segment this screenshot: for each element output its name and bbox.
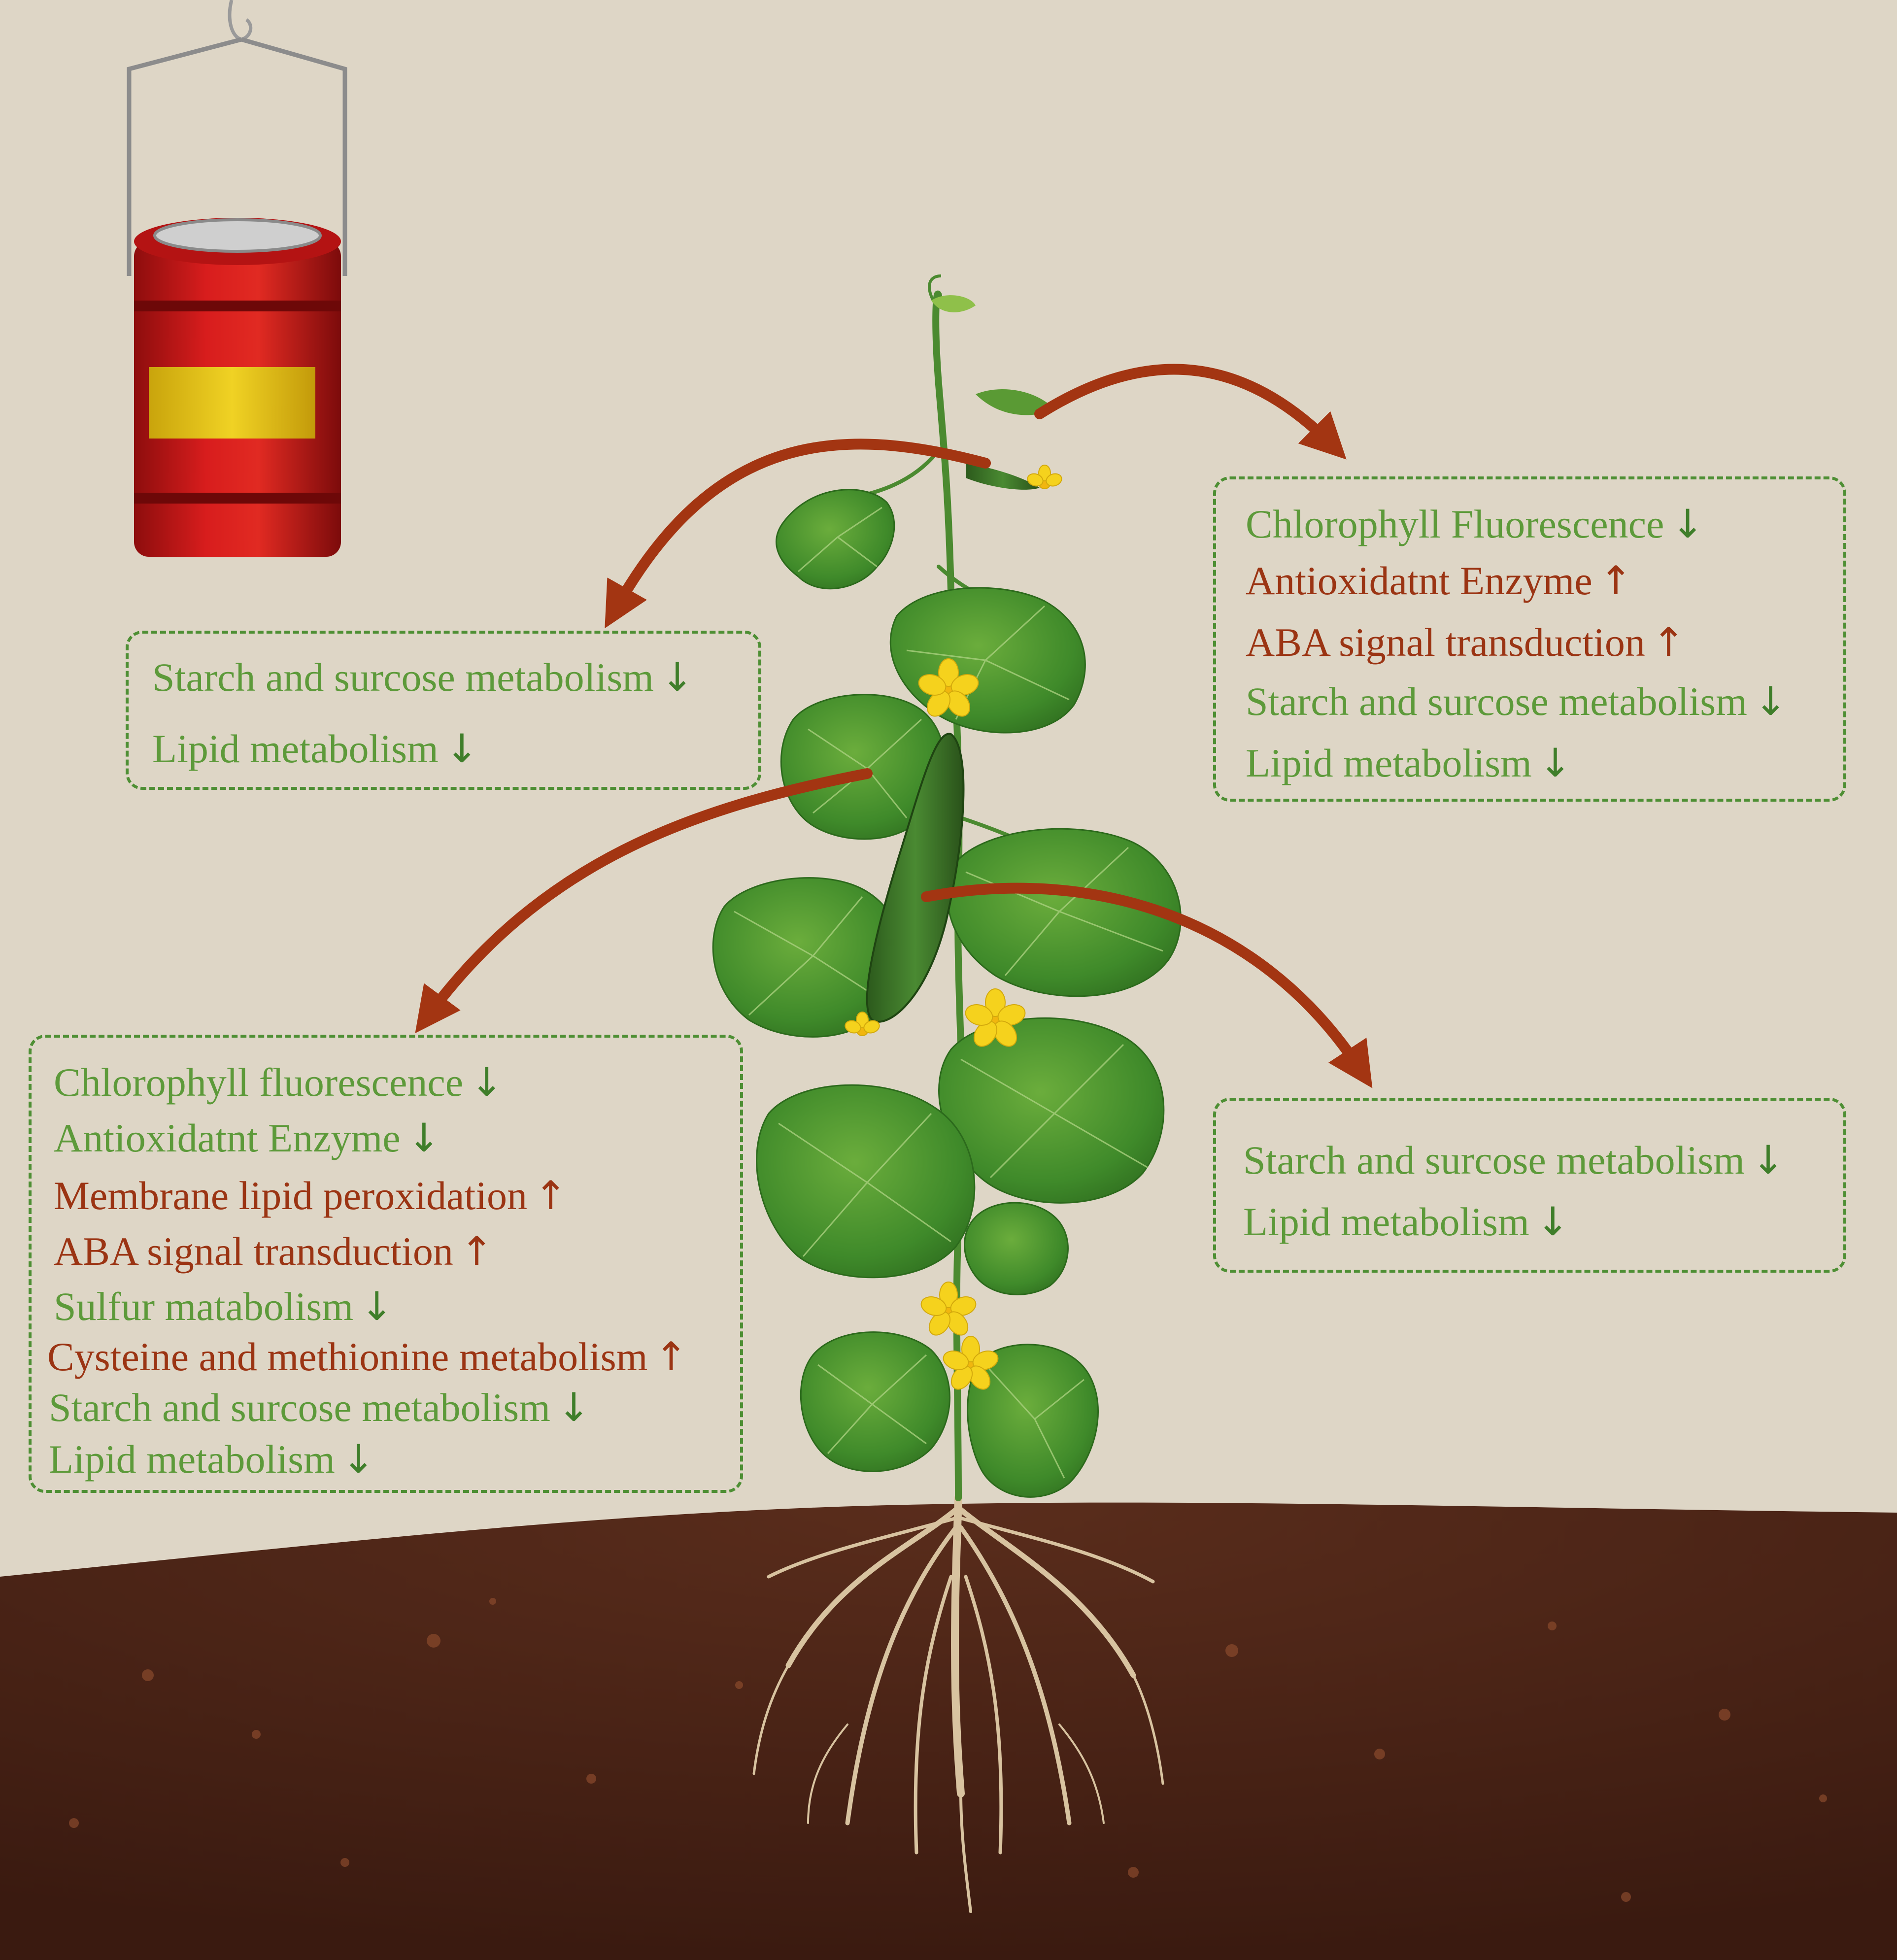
up-arrow-icon: ↑ xyxy=(1599,558,1632,604)
item-label: ABA signal transduction xyxy=(1246,620,1645,665)
down-arrow-icon: ↓ xyxy=(1671,501,1704,547)
box-top-right-item-4: Lipid metabolism↓ xyxy=(1246,743,1572,783)
box-bottom-left-item-6: Starch and surcose metabolism↓ xyxy=(49,1387,590,1428)
soil xyxy=(0,1502,1897,1960)
curved-arrows xyxy=(415,364,1373,1088)
box-top-right-item-2: ABA signal transduction↑ xyxy=(1246,622,1685,663)
leaf-veins xyxy=(734,507,1163,1479)
item-label: Starch and surcose metabolism xyxy=(152,655,654,700)
item-label: Lipid metabolism xyxy=(1246,741,1532,785)
down-arrow-icon: ↓ xyxy=(1754,678,1787,724)
item-label: Starch and surcose metabolism xyxy=(49,1385,550,1430)
item-label: Sulfur matabolism xyxy=(54,1284,354,1329)
item-label: Lipid metabolism xyxy=(49,1437,335,1482)
up-arrow-icon: ↑ xyxy=(460,1228,493,1274)
item-label: Membrane lipid peroxidation xyxy=(54,1173,527,1218)
down-arrow-icon: ↓ xyxy=(360,1284,394,1329)
cucumbers xyxy=(866,463,1040,1023)
up-arrow-icon: ↑ xyxy=(534,1173,568,1218)
shoot-tip xyxy=(928,274,1054,415)
down-arrow-icon: ↓ xyxy=(407,1115,440,1161)
box-top-left: Starch and surcose metabolism↓ Lipid met… xyxy=(126,631,761,790)
item-label: Chlorophyll fluorescence xyxy=(54,1060,464,1105)
down-arrow-icon: ↓ xyxy=(1751,1137,1785,1183)
arrow-to-bottom-left xyxy=(415,768,873,1034)
box-top-right-item-3: Starch and surcose metabolism↓ xyxy=(1246,681,1787,722)
down-arrow-icon: ↓ xyxy=(557,1385,590,1430)
up-arrow-icon: ↑ xyxy=(654,1334,688,1380)
item-label: ABA signal transduction xyxy=(54,1229,453,1274)
item-label: Cysteine and methionine metabolism xyxy=(47,1334,648,1379)
down-arrow-icon: ↓ xyxy=(660,654,694,700)
item-label: Antioxidatnt Enzyme xyxy=(1246,558,1592,603)
box-bottom-left-item-0: Chlorophyll fluorescence↓ xyxy=(54,1062,503,1103)
box-top-left-item-0: Starch and surcose metabolism↓ xyxy=(152,657,694,698)
item-label: Chlorophyll Fluorescence xyxy=(1246,502,1664,546)
item-label: Starch and surcose metabolism xyxy=(1246,679,1747,724)
box-top-right-item-0: Chlorophyll Fluorescence↓ xyxy=(1246,504,1704,544)
down-arrow-icon: ↓ xyxy=(470,1059,504,1105)
box-top-right: Chlorophyll Fluorescence↓ Antioxidatnt E… xyxy=(1213,476,1846,802)
box-bottom-left-item-3: ABA signal transduction↑ xyxy=(54,1231,493,1272)
leaves xyxy=(712,489,1182,1498)
arrow-to-bottom-right xyxy=(921,882,1373,1088)
box-bottom-left-item-4: Sulfur matabolism↓ xyxy=(54,1286,393,1327)
up-arrow-icon: ↑ xyxy=(1652,619,1685,665)
arrow-to-top-right xyxy=(1034,364,1347,460)
box-bottom-left-item-7: Lipid metabolism↓ xyxy=(49,1439,375,1480)
down-arrow-icon: ↓ xyxy=(445,726,478,772)
roots xyxy=(752,1494,1164,1913)
box-top-left-item-1: Lipid metabolism↓ xyxy=(152,729,478,769)
item-label: Lipid metabolism xyxy=(1243,1199,1529,1244)
box-bottom-left: Chlorophyll fluorescence↓ Antioxidatnt E… xyxy=(29,1035,743,1493)
box-top-right-item-1: Antioxidatnt Enzyme↑ xyxy=(1246,561,1632,601)
down-arrow-icon: ↓ xyxy=(1538,740,1572,786)
flowers xyxy=(845,465,1062,1390)
item-label: Starch and surcose metabolism xyxy=(1243,1138,1745,1183)
box-bottom-right-item-1: Lipid metabolism↓ xyxy=(1243,1202,1569,1242)
item-label: Lipid metabolism xyxy=(152,726,439,771)
box-bottom-left-item-5: Cysteine and methionine metabolism↑ xyxy=(47,1337,687,1377)
box-bottom-right: Starch and surcose metabolism↓ Lipid met… xyxy=(1213,1098,1846,1273)
down-arrow-icon: ↓ xyxy=(1536,1199,1569,1245)
box-bottom-left-item-1: Antioxidatnt Enzyme↓ xyxy=(54,1118,440,1158)
box-bottom-left-item-2: Membrane lipid peroxidation↑ xyxy=(54,1176,567,1216)
down-arrow-icon: ↓ xyxy=(341,1436,375,1482)
arrow-to-top-left xyxy=(605,439,991,629)
item-label: Antioxidatnt Enzyme xyxy=(54,1115,401,1160)
box-bottom-right-item-0: Starch and surcose metabolism↓ xyxy=(1243,1140,1785,1181)
bucket-icon xyxy=(127,0,347,557)
